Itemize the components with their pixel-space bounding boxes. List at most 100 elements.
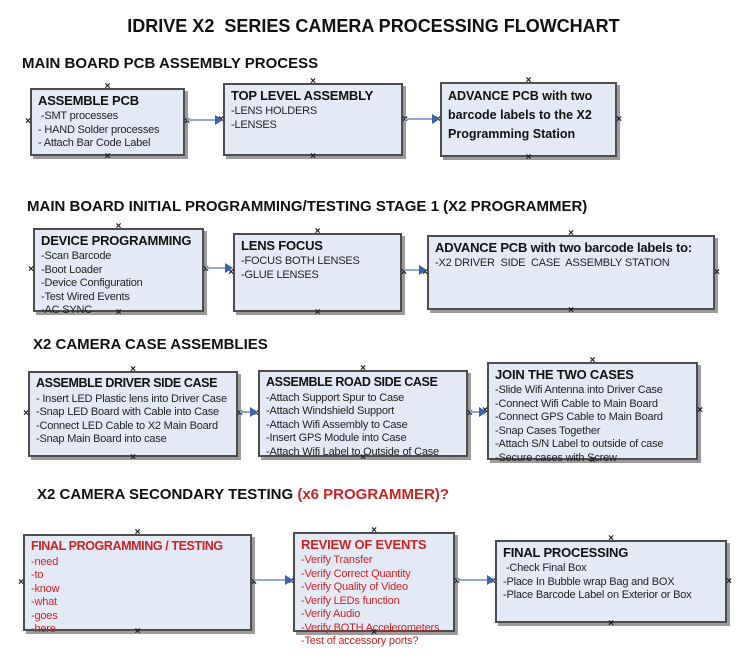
box-items: -Verify Transfer-Verify Correct Quantity… [301, 554, 447, 649]
section-heading-text: X2 CAMERA SECONDARY TESTING [37, 486, 294, 503]
arrow-line [405, 118, 434, 120]
box-item: -FOCUS BOTH LENSES [241, 255, 360, 268]
connector-handle-icon: × [310, 151, 316, 162]
connector-handle-icon: × [525, 152, 532, 163]
section-heading-text: MAIN BOARD INITIAL PROGRAMMING/TESTING S… [27, 198, 588, 215]
arrow-line [254, 579, 287, 581]
flow-arrow-icon [470, 407, 487, 417]
connector-handle-icon: × [18, 576, 24, 588]
connector-handle-icon: × [360, 363, 366, 374]
box-top-level-assembly: TOP LEVEL ASSEMBLY -LENS HOLDERS-LENSES … [218, 77, 408, 162]
box-item: -Verify Transfer [301, 554, 373, 567]
flow-arrow-icon [254, 575, 293, 585]
box-item: -Place Barcode Label on Exterior or Box [503, 589, 692, 602]
box-item: -Snap LED Board with Cable into Case [36, 406, 219, 419]
connector-handle-icon: × [104, 81, 111, 92]
connector-handle-icon: × [115, 221, 122, 232]
arrow-line [404, 269, 421, 271]
box-items: - Insert LED Plastic lens into Driver Ca… [36, 393, 230, 447]
box-title: ADVANCE PCB with two barcode labels to t… [448, 89, 593, 141]
box-join-the-two-cases: JOIN THE TWO CASES -Slide Wifi Antenna i… [482, 356, 703, 466]
box-item: - Insert LED Plastic lens into Driver Ca… [36, 392, 227, 405]
arrow-line [457, 579, 489, 581]
box-item: -Attach Support Spur to Case [266, 391, 405, 404]
flow-arrow-icon [240, 407, 258, 417]
connector-handle-icon: × [616, 113, 622, 125]
flow-arrow-icon [187, 115, 223, 125]
box-item: -X2 DRIVER SIDE CASE ASSEMBLY STATION [435, 257, 670, 270]
box-item: -AC SYNC [41, 304, 92, 317]
box-title: ASSEMBLE ROAD SIDE CASE [266, 375, 438, 389]
connector-handle-icon: × [28, 264, 34, 275]
box-title: ADVANCE PCB with two barcode labels to: [435, 240, 693, 255]
connector-handle-icon: × [314, 307, 321, 318]
box-title: LENS FOCUS [241, 238, 323, 253]
box-item: -Attach Windshield Support [266, 405, 395, 418]
connector-handle-icon: × [310, 76, 316, 87]
box-item: -Secure cases with Screw [495, 451, 617, 464]
box-title: FINAL PROCESSING [503, 545, 629, 560]
box-items: -FOCUS BOTH LENSES-GLUE LENSES [241, 255, 394, 282]
box-item: -Boot Loader [41, 263, 103, 276]
section-heading-initial-programming: MAIN BOARD INITIAL PROGRAMMING/TESTING S… [27, 198, 587, 215]
box-item: -Test Wired Events [41, 290, 130, 303]
box-assemble-driver-side-case: ASSEMBLE DRIVER SIDE CASE - Insert LED P… [23, 365, 243, 463]
box-item: -Verify Audio [301, 608, 361, 621]
box-title: ASSEMBLE PCB [38, 93, 139, 108]
connector-handle-icon: × [104, 151, 111, 162]
box-item: -here [31, 623, 56, 636]
arrow-line [187, 119, 217, 121]
box-item: -Device Configuration [41, 277, 143, 290]
connector-handle-icon: × [314, 226, 321, 237]
box-item: -Verify Correct Quantity [301, 567, 411, 580]
box-item: -Place In Bubble wrap Bag and BOX [503, 575, 675, 588]
connector-handle-icon: × [525, 75, 532, 86]
section-heading-text: MAIN BOARD PCB ASSEMBLY PROCESS [22, 55, 319, 72]
arrow-head-icon [285, 575, 293, 585]
connector-handle-icon: × [608, 618, 614, 629]
connector-handle-icon: × [23, 408, 29, 419]
box-item: -Attach S/N Label to outside of case [495, 438, 664, 451]
box-item: -to [31, 569, 44, 582]
arrow-head-icon [419, 265, 427, 275]
box-item: -goes [31, 609, 58, 622]
box-item: -need [31, 555, 59, 568]
box-item: -Snap Main Board into case [36, 433, 167, 446]
box-items: -Scan Barcode-Boot Loader-Device Configu… [41, 250, 196, 318]
flow-arrow-icon [404, 265, 427, 275]
connector-handle-icon: × [568, 305, 574, 316]
box-advance-pcb-programming-station: ADVANCE PCB with two barcode labels to t… [435, 76, 622, 163]
section-heading-accent: (x6 PROGRAMMER)? [293, 486, 449, 503]
box-items: -Check Final Box-Place In Bubble wrap Ba… [503, 562, 719, 603]
box-item: -Connect GPS Cable to Main Board [495, 411, 663, 424]
box-item: -Check Final Box [503, 562, 587, 575]
box-items: -Slide Wifi Antenna into Driver Case-Con… [495, 384, 690, 465]
section-heading-text: X2 CAMERA CASE ASSEMBLIES [33, 336, 268, 353]
box-item: -LENS HOLDERS [231, 105, 318, 118]
box-items: -need-to-know-what-goes-here [31, 556, 244, 637]
box-item: -Snap Cases Together [495, 424, 601, 437]
flow-arrow-icon [457, 575, 495, 585]
connector-handle-icon: × [714, 266, 720, 278]
box-items: -SMT processes- HAND Solder processes- A… [38, 110, 177, 151]
section-heading-case-assemblies: X2 CAMERA CASE ASSEMBLIES [33, 336, 268, 353]
arrow-head-icon [250, 407, 258, 417]
box-title: REVIEW OF EVENTS [301, 537, 427, 552]
arrow-head-icon [487, 575, 495, 585]
box-items: -X2 DRIVER SIDE CASE ASSEMBLY STATION [435, 257, 707, 271]
box-item: -Slide Wifi Antenna into Driver Case [495, 384, 663, 397]
arrow-line [240, 411, 252, 413]
connector-handle-icon: × [130, 364, 136, 375]
box-item: -know [31, 582, 60, 595]
box-item: -what [31, 596, 57, 609]
box-item: -Connect Wifi Cable to Main Board [495, 397, 658, 410]
connector-handle-icon: × [589, 355, 596, 366]
box-item: -SMT processes [38, 110, 118, 123]
box-item: -Verify Quality of Video [301, 581, 408, 594]
flow-arrow-icon [405, 114, 440, 124]
flowchart-title: IDRIVE X2 SERIES CAMERA PROCESSING FLOWC… [127, 16, 620, 36]
connector-handle-icon: × [568, 228, 574, 239]
box-review-of-events: REVIEW OF EVENTS -Verify Transfer-Verify… [288, 526, 460, 648]
arrow-head-icon [225, 263, 233, 273]
box-item: -Verify LEDs function [301, 594, 400, 607]
